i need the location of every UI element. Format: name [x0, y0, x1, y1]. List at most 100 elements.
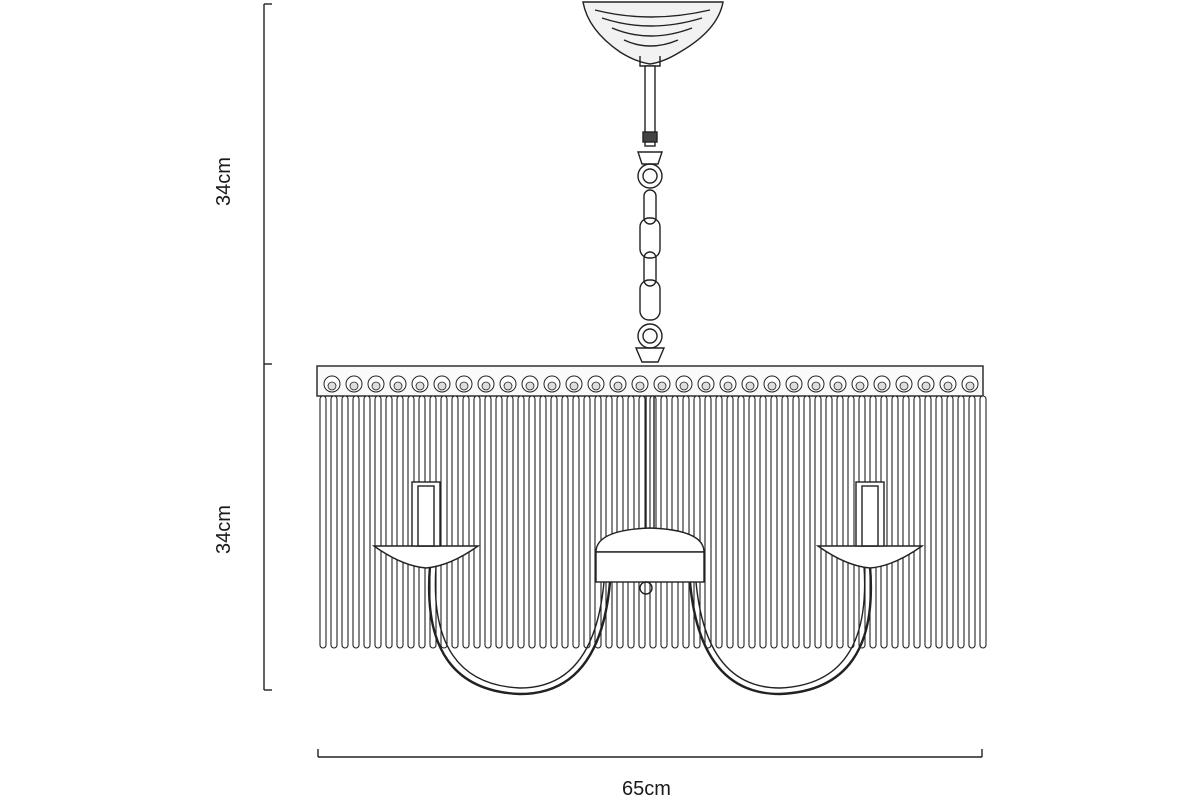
scallop-inner — [415, 381, 425, 391]
ceiling-canopy — [582, 1, 724, 67]
crystal-rod — [462, 395, 470, 649]
crystal-rod — [374, 395, 382, 649]
scallop-inner — [833, 381, 843, 391]
suspension-rod — [637, 65, 663, 165]
crystal-rod — [671, 395, 679, 649]
crystal-rod — [528, 395, 536, 649]
scallop-inner — [349, 381, 359, 391]
right-candle-cup — [815, 481, 925, 569]
crystal-rod — [693, 395, 701, 649]
upper-height-label: 34cm — [212, 157, 235, 206]
crystal-rod — [495, 395, 503, 649]
crystal-rod — [825, 395, 833, 649]
crystal-rod — [451, 395, 459, 649]
scallop-inner — [635, 381, 645, 391]
crystal-rod — [803, 395, 811, 649]
crystal-rod — [649, 395, 657, 649]
decorative-scallops — [323, 375, 979, 393]
crystal-rod — [737, 395, 745, 649]
crystal-rod — [638, 395, 646, 649]
crystal-rod — [891, 395, 899, 649]
crystal-rods — [319, 395, 987, 649]
scallop-inner — [943, 381, 953, 391]
crystal-rod — [935, 395, 943, 649]
crystal-rod — [385, 395, 393, 649]
crystal-rod — [550, 395, 558, 649]
scallop-inner — [591, 381, 601, 391]
right-arm — [688, 565, 873, 696]
scallop-inner — [481, 381, 491, 391]
crystal-rod — [352, 395, 360, 649]
crystal-rod — [968, 395, 976, 649]
scallop-inner — [503, 381, 513, 391]
crystal-rod — [792, 395, 800, 649]
center-stem — [645, 396, 655, 532]
scallop-inner — [921, 381, 931, 391]
crystal-rod — [814, 395, 822, 649]
scallop-inner — [569, 381, 579, 391]
crystal-rod — [484, 395, 492, 649]
crystal-rod — [726, 395, 734, 649]
scallop-inner — [613, 381, 623, 391]
crystal-rod — [561, 395, 569, 649]
scallop-inner — [877, 381, 887, 391]
scallop-inner — [679, 381, 689, 391]
crystal-rod — [704, 395, 712, 649]
scallop-inner — [437, 381, 447, 391]
crystal-rod — [902, 395, 910, 649]
scallop-inner — [745, 381, 755, 391]
scallop-inner — [723, 381, 733, 391]
vertical-dimension-line — [263, 3, 272, 691]
crystal-rod — [440, 395, 448, 649]
crystal-rod — [594, 395, 602, 649]
crystal-rod — [770, 395, 778, 649]
crystal-rod — [946, 395, 954, 649]
crystal-rod — [979, 395, 987, 649]
crystal-rod — [660, 395, 668, 649]
scallop-inner — [789, 381, 799, 391]
scallop-inner — [899, 381, 909, 391]
scallop-inner — [965, 381, 975, 391]
scallop-inner — [811, 381, 821, 391]
crystal-rod — [957, 395, 965, 649]
crystal-rod — [924, 395, 932, 649]
top-band — [316, 365, 984, 397]
chain — [634, 163, 666, 363]
horizontal-dimension-line — [317, 749, 983, 758]
crystal-rod — [715, 395, 723, 649]
scallop-inner — [393, 381, 403, 391]
crystal-rod — [682, 395, 690, 649]
scallop-inner — [371, 381, 381, 391]
scallop-inner — [327, 381, 337, 391]
lower-height-label: 34cm — [212, 505, 235, 554]
scallop-inner — [547, 381, 557, 391]
crystal-rod — [363, 395, 371, 649]
left-arm — [427, 565, 612, 696]
scallop-inner — [855, 381, 865, 391]
crystal-rod — [836, 395, 844, 649]
crystal-rod — [341, 395, 349, 649]
scallop-inner — [459, 381, 469, 391]
crystal-rod — [583, 395, 591, 649]
crystal-rod — [572, 395, 580, 649]
center-body — [595, 527, 705, 595]
scallop-inner — [767, 381, 777, 391]
crystal-rod — [781, 395, 789, 649]
crystal-rod — [517, 395, 525, 649]
crystal-rod — [319, 395, 327, 649]
crystal-rod — [506, 395, 514, 649]
crystal-rod — [748, 395, 756, 649]
crystal-rod — [913, 395, 921, 649]
crystal-rod — [847, 395, 855, 649]
crystal-rod — [627, 395, 635, 649]
width-label: 65cm — [622, 778, 671, 800]
crystal-rod — [396, 395, 404, 649]
crystal-rod — [539, 395, 547, 649]
crystal-rod — [473, 395, 481, 649]
crystal-rod — [330, 395, 338, 649]
left-candle-cup — [371, 481, 481, 569]
scallop-inner — [525, 381, 535, 391]
scallop-inner — [701, 381, 711, 391]
scallop-inner — [657, 381, 667, 391]
